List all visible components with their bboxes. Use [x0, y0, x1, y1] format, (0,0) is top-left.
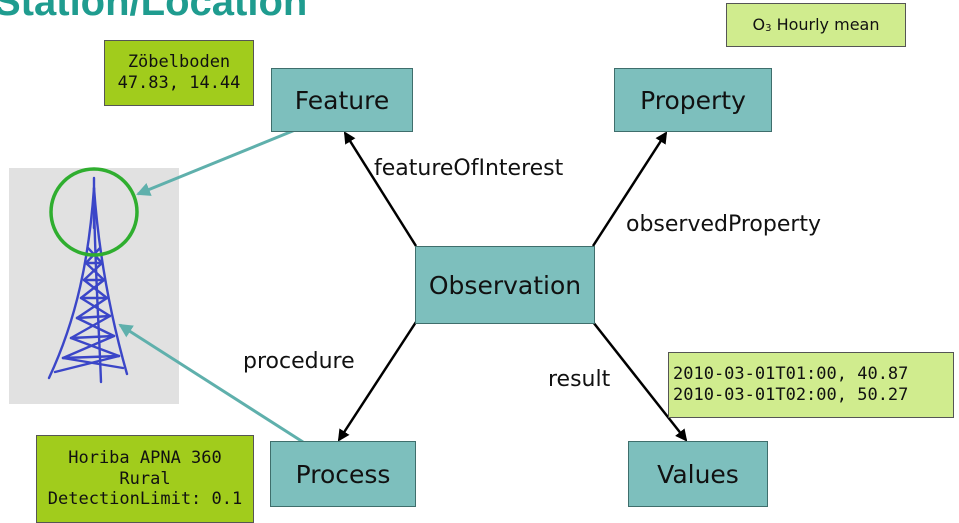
edge-label-result: result: [548, 367, 611, 392]
edge-procedure: [337, 321, 418, 442]
edge-result: [592, 321, 688, 442]
note-station-coords: 47.83, 14.44: [117, 73, 241, 93]
edge-label-procedure: procedure: [243, 349, 355, 374]
edge-label-observed-property: observedProperty: [626, 212, 822, 237]
note-process-info: Horiba APNA 360 Rural DetectionLimit: 0.…: [36, 435, 254, 523]
node-property: Property: [614, 68, 772, 132]
note-station-name: Zöbelboden: [127, 52, 231, 73]
note-values-list: 2010-03-01T01:00, 40.87 2010-03-01T02:00…: [668, 352, 954, 418]
node-feature-label: Feature: [294, 85, 390, 115]
tower-icon: [47, 176, 129, 384]
page-title: Station/Location: [0, 0, 308, 24]
edge-feature-of-interest: [343, 131, 418, 247]
link-process-to-tower: [118, 323, 304, 444]
node-values: Values: [628, 441, 768, 507]
edge-observed-property: [591, 131, 668, 247]
note-property-rest: Hourly mean: [771, 15, 880, 35]
node-property-label: Property: [640, 85, 746, 115]
node-process: Process: [270, 441, 416, 507]
note-property-prefix: O: [752, 15, 766, 35]
link-feature-to-tower: [136, 126, 301, 196]
node-observation: Observation: [415, 246, 595, 324]
note-value-row: 2010-03-01T02:00, 50.27: [673, 385, 909, 405]
edge-label-feature-of-interest: featureOfInterest: [374, 156, 564, 181]
node-observation-label: Observation: [428, 270, 582, 300]
note-value-row: 2010-03-01T01:00, 40.87: [673, 364, 909, 385]
node-values-label: Values: [657, 459, 739, 489]
tower-panel: [9, 168, 179, 404]
note-station: Zöbelboden 47.83, 14.44: [104, 40, 254, 106]
note-process-limit: DetectionLimit: 0.1: [47, 489, 243, 510]
note-process-model: Horiba APNA 360: [68, 447, 222, 468]
node-process-label: Process: [295, 459, 391, 489]
node-feature: Feature: [271, 68, 413, 132]
highlight-circle-icon: [49, 167, 139, 257]
note-process-area: Rural: [119, 468, 171, 489]
note-property-subscript: 3: [765, 22, 772, 34]
